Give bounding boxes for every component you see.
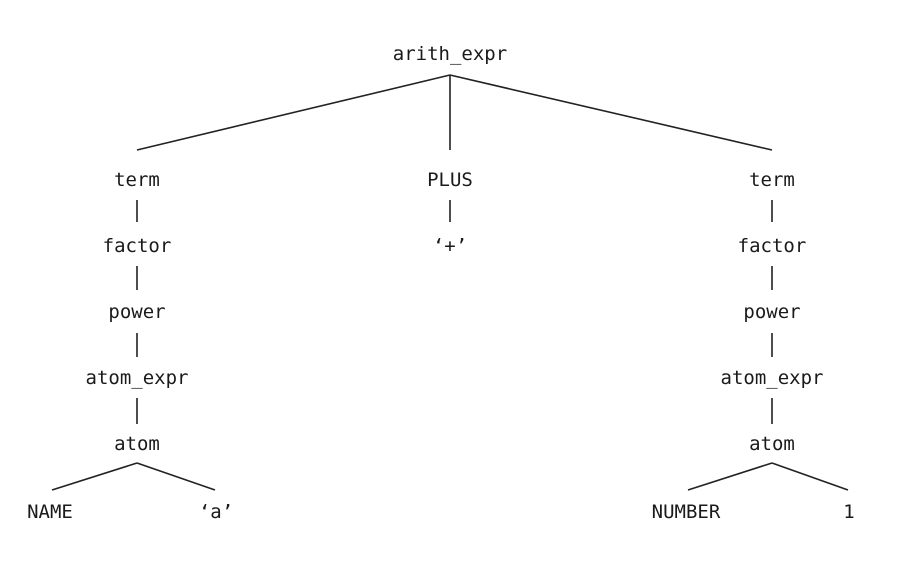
node-right-factor: factor [738, 235, 807, 257]
edge-left-atom-name [51, 462, 138, 491]
edge-right-atom-value [771, 462, 849, 491]
tree-nodes: arith_expr term factor power atom_expr a… [27, 43, 855, 523]
node-left-leaf-value: ‘a’ [199, 501, 233, 523]
node-left-atom: atom [114, 433, 160, 455]
edge-left-atom-value [136, 462, 216, 491]
node-plus-value: ‘+’ [433, 235, 467, 257]
node-right-leaf-value: 1 [843, 501, 854, 523]
edge-right-atom-number [687, 462, 773, 491]
edge-root-left-term [136, 74, 451, 151]
node-right-leaf-type: NUMBER [652, 501, 721, 523]
node-right-atom: atom [749, 433, 795, 455]
node-right-atom-expr: atom_expr [721, 367, 824, 389]
edge-root-right-term [449, 74, 773, 151]
node-left-atom-expr: atom_expr [86, 367, 189, 389]
node-left-leaf-type: NAME [27, 501, 73, 523]
tree-edges [51, 74, 849, 491]
node-plus: PLUS [427, 169, 473, 191]
node-right-power: power [743, 301, 800, 323]
node-root: arith_expr [393, 43, 507, 65]
node-left-factor: factor [103, 235, 172, 257]
node-right-term: term [749, 169, 795, 191]
node-left-power: power [108, 301, 165, 323]
node-left-term: term [114, 169, 160, 191]
